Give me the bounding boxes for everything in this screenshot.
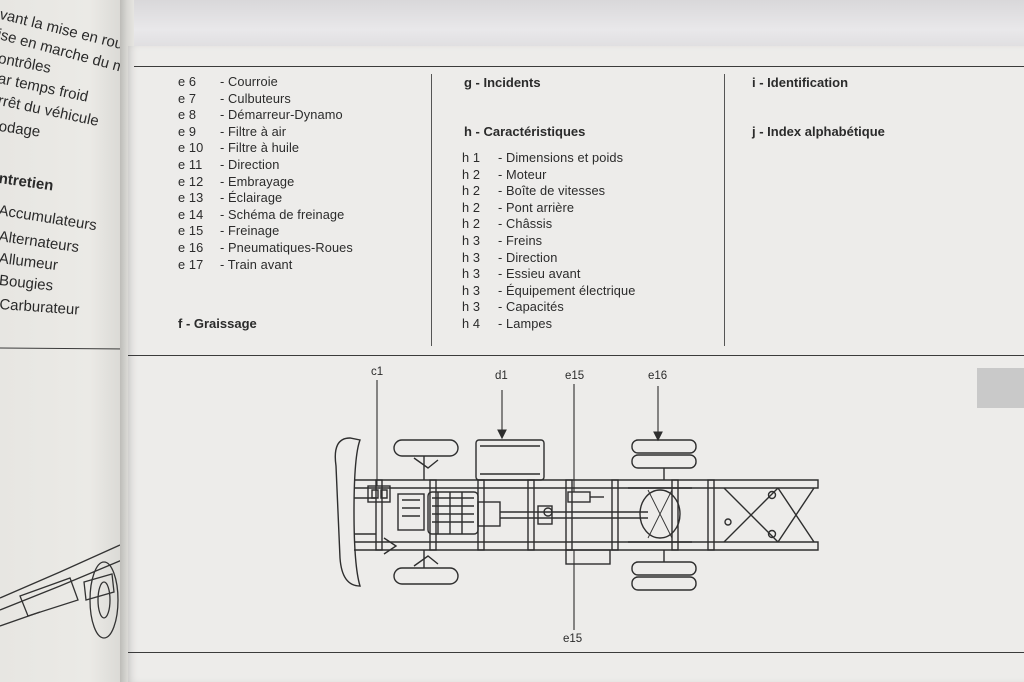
fuel-tank (475, 439, 545, 481)
callout-e16: e16 (648, 370, 668, 382)
list-item: e 13- Éclairage (178, 190, 283, 206)
list-item: e 15- Freinage (178, 223, 280, 239)
bottom-rule (128, 652, 1024, 653)
chassis-rail-bottom (354, 541, 819, 551)
list-item: h 1- Dimensions et poids (462, 150, 624, 165)
list-item: e 6- Courroie (178, 74, 278, 89)
list-item: h 2- Pont arrière (462, 199, 575, 215)
section-h-list: h 1- Dimensions et poids h 2- Moteur h 2… (462, 150, 635, 333)
list-item: e 11- Direction (178, 156, 280, 172)
list-item: e 8- Démarreur-Dynamo (178, 107, 343, 123)
section-j-heading: j - Index alphabétique (752, 124, 885, 139)
section-g-heading: g - Incidents (464, 75, 541, 90)
section-i-heading: i - Identification (752, 75, 849, 90)
list-item: h 3- Direction (462, 249, 558, 265)
rear-cross-bracing (723, 487, 815, 543)
list-item: e 10- Filtre à huile (178, 140, 300, 156)
rear-wheel-right-inner (631, 561, 697, 576)
chassis-diagram (334, 380, 819, 630)
column-divider-1 (431, 74, 432, 346)
background-cloth (0, 0, 1024, 50)
list-item: e 12- Embrayage (178, 173, 295, 189)
front-bumper (334, 437, 361, 587)
list-item: e 7- Culbuteurs (178, 90, 291, 106)
section-h-heading: h - Caractéristiques (464, 124, 586, 139)
list-item: e 17- Train avant (178, 256, 293, 272)
thumb-tab-marker (977, 368, 1024, 408)
rear-differential (639, 489, 681, 539)
top-rule (134, 66, 1024, 67)
list-item: h 3- Équipement électrique (462, 282, 636, 298)
column-divider-2 (724, 74, 725, 346)
main-page: e 6- Courroie e 7- Culbuteurs e 8- Démar… (128, 46, 1024, 682)
callout-c1: c1 (371, 366, 384, 378)
list-item: h 2- Châssis (462, 216, 553, 232)
list-item: e 14- Schéma de freinage (178, 206, 345, 222)
callout-e15-bottom: e15 (563, 633, 583, 645)
rear-wheel-left-outer (631, 439, 697, 454)
list-item: h 3- Capacités (462, 299, 564, 315)
left-page: vant la mise en route ise en marche du m… (0, 0, 128, 682)
list-item: h 3- Freins (462, 232, 543, 248)
callout-e15-top: e15 (565, 370, 585, 382)
rear-wheel-right-outer (631, 576, 697, 591)
callout-d1: d1 (495, 370, 508, 382)
front-wheel-right (393, 567, 459, 585)
list-item: h 3- Essieu avant (462, 266, 581, 282)
list-item: e 9- Filtre à air (178, 123, 287, 139)
list-item: e 16- Pneumatiques-Roues (178, 239, 353, 255)
middle-rule (128, 355, 1024, 356)
list-item: h 4- Lampes (462, 315, 553, 331)
list-item: h 2- Moteur (462, 166, 547, 182)
battery-box (367, 485, 391, 503)
section-f-heading: f - Graissage (178, 316, 257, 331)
left-page-vehicle-sketch (0, 544, 123, 639)
front-wheel-left (393, 439, 459, 457)
chassis-rail-top (354, 479, 819, 489)
drive-shaft (500, 511, 648, 519)
rear-wheel-left-inner (631, 454, 697, 469)
list-item: h 2- Boîte de vitesses (462, 183, 606, 199)
section-e-list: e 6- Courroie e 7- Culbuteurs e 8- Démar… (178, 74, 353, 273)
